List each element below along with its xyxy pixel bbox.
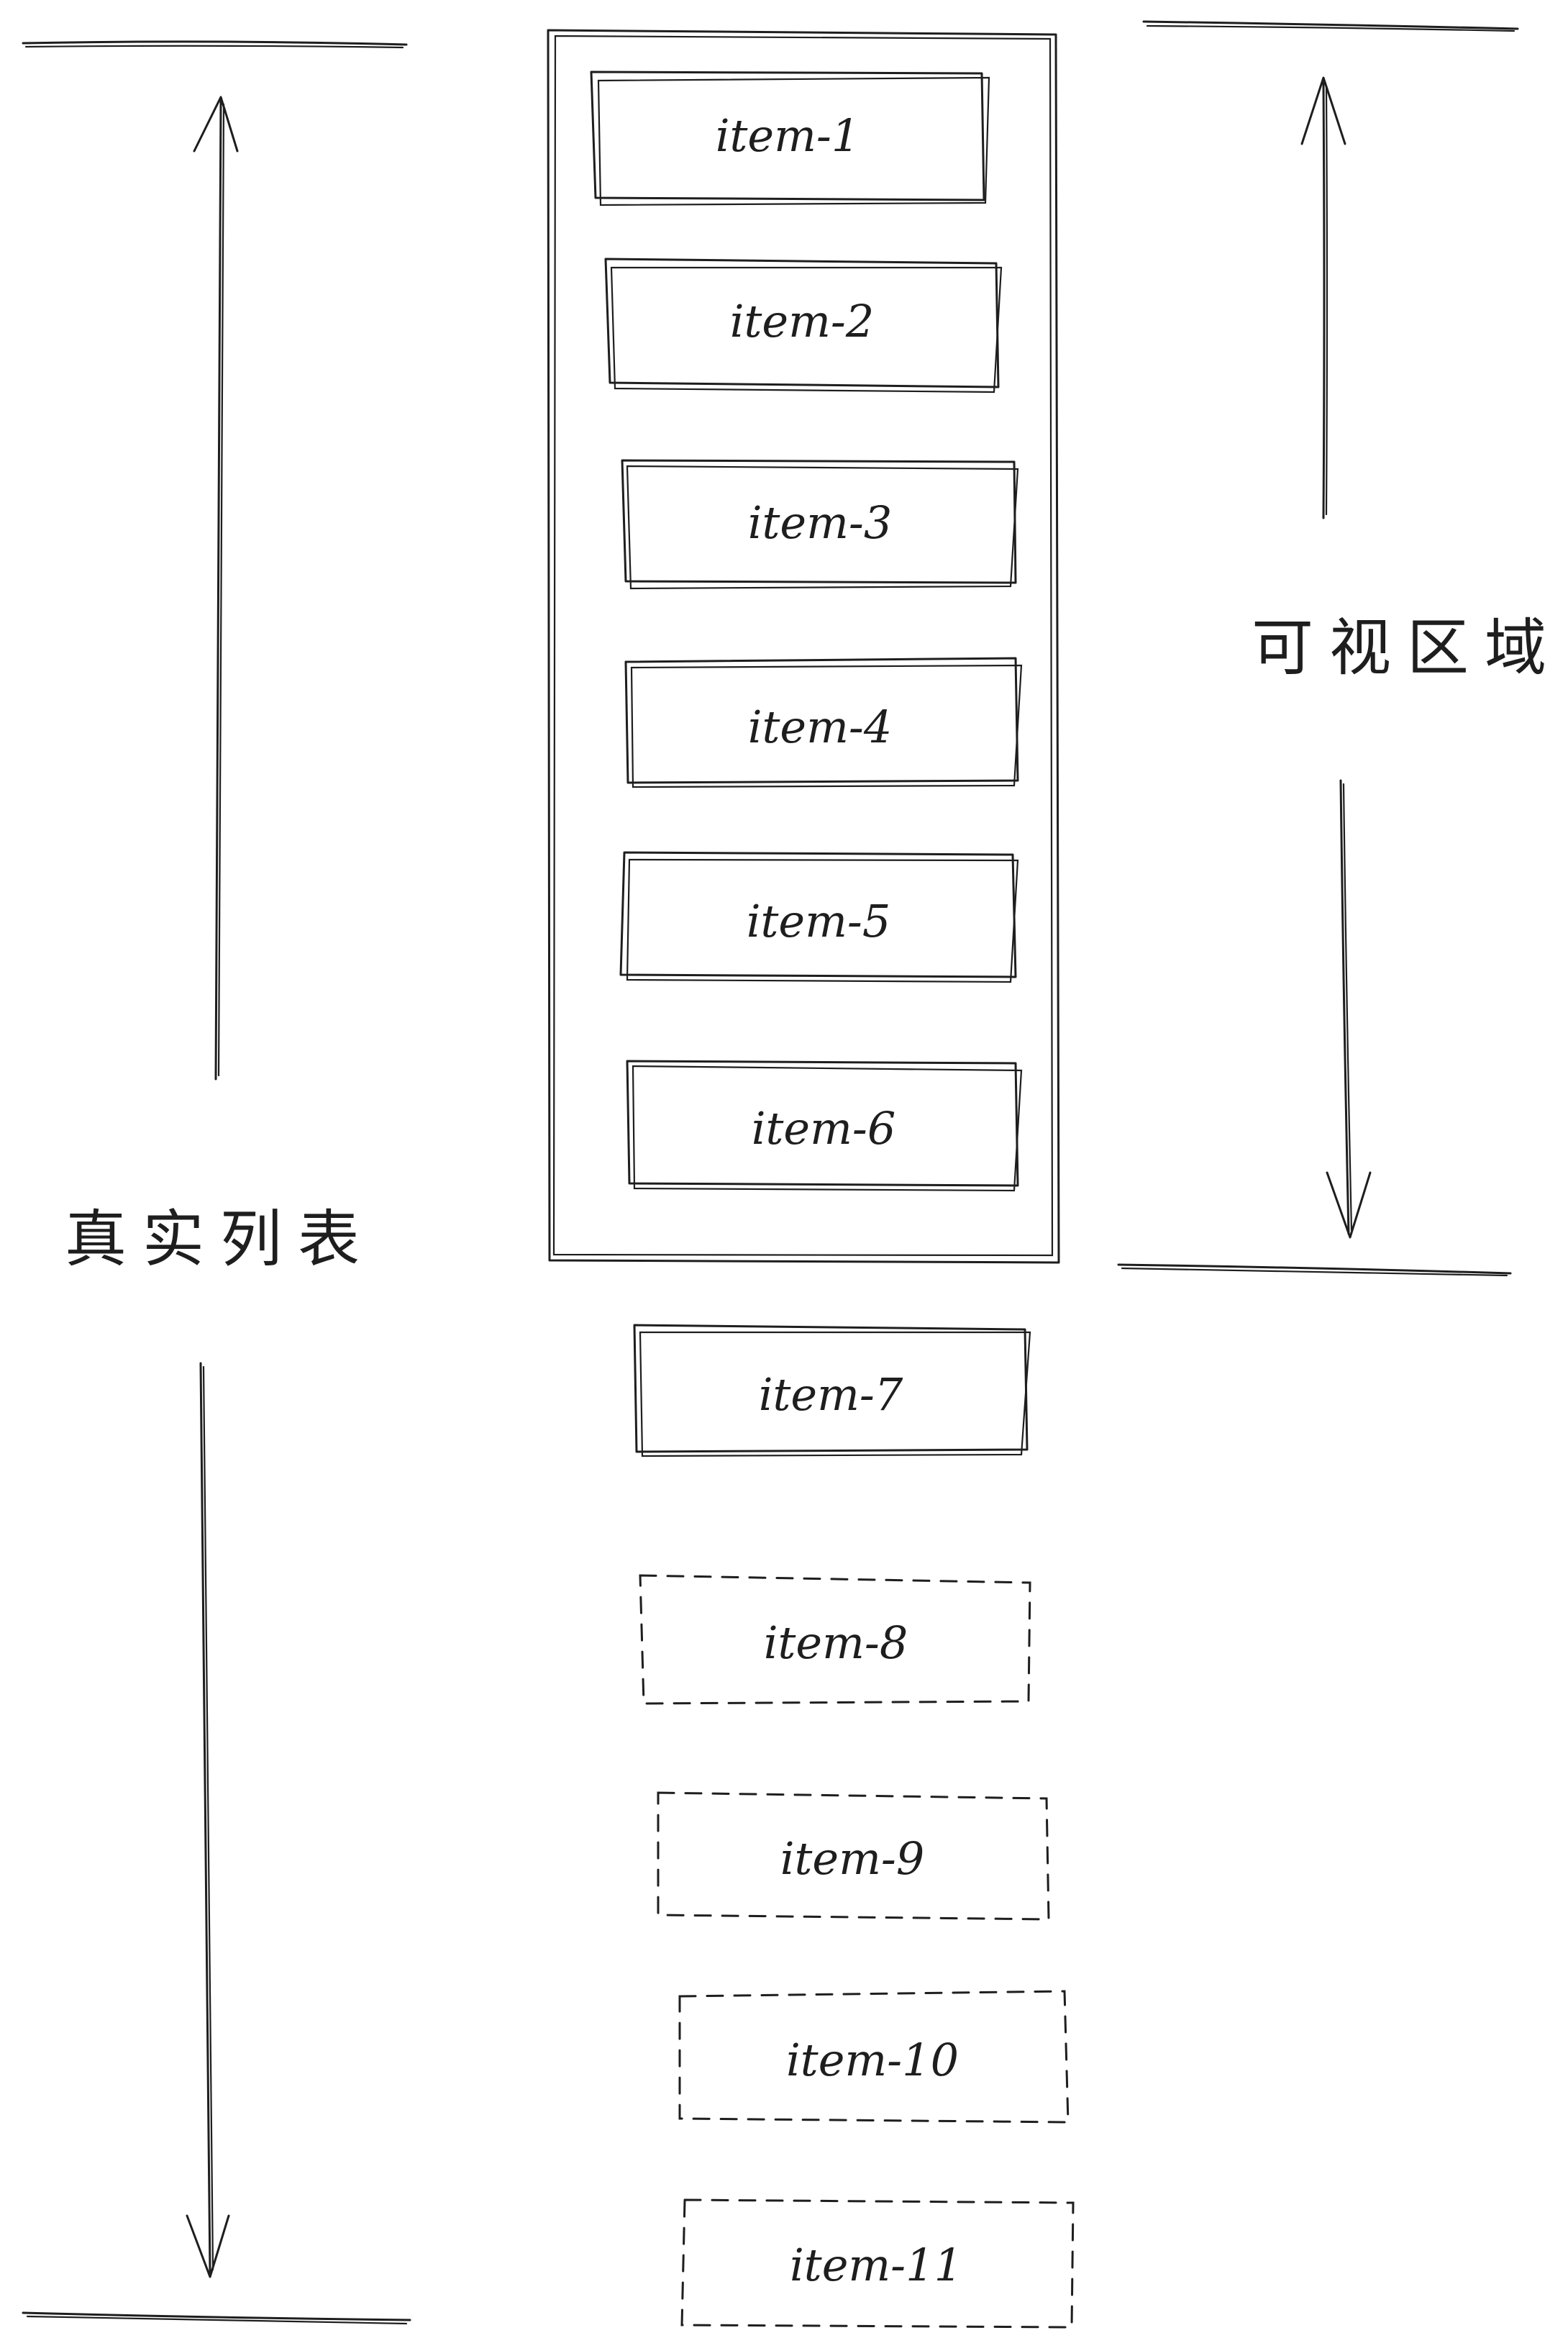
real-list-up-arrow [193,96,239,1081]
viewport-container [547,29,1060,1264]
virtual-list-item: item-10 [678,1990,1070,2124]
viewport-label: 可视区域 [1252,612,1562,684]
real-list-down-arrow [186,1362,230,2278]
item-label: item-10 [786,2034,959,2086]
virtual-list-item: item-8 [639,1574,1031,1705]
item-label: item-1 [716,109,860,162]
viewport-down-arrow [1326,779,1372,1239]
item-label: item-8 [764,1616,908,1669]
list-item: item-6 [626,1060,1023,1192]
list-item: item-1 [590,70,990,206]
item-label: item-3 [748,496,893,549]
item-label: item-4 [748,701,893,753]
item-label: item-7 [759,1368,903,1421]
list-item: item-4 [624,657,1023,788]
list-item: item-5 [619,851,1019,983]
item-label: item-11 [790,2239,962,2291]
real-list-bottom-line [22,2311,411,2325]
real-list-label: 真实列表 [65,1204,375,1275]
item-label: item-6 [752,1102,896,1155]
real-list-top-line [22,40,408,49]
item-label: item-5 [747,895,891,947]
viewport-top-line [1142,20,1519,32]
item-label: item-2 [730,295,875,347]
viewport-bottom-line [1117,1263,1512,1277]
list-item: item-3 [621,459,1019,590]
list-item: item-7 [633,1324,1031,1457]
item-label: item-9 [780,1832,925,1885]
virtual-list-item: item-9 [657,1791,1050,1921]
viewport-up-arrow [1300,76,1346,519]
list-item: item-2 [604,258,1003,394]
virtual-list-item: item-11 [680,2198,1075,2329]
